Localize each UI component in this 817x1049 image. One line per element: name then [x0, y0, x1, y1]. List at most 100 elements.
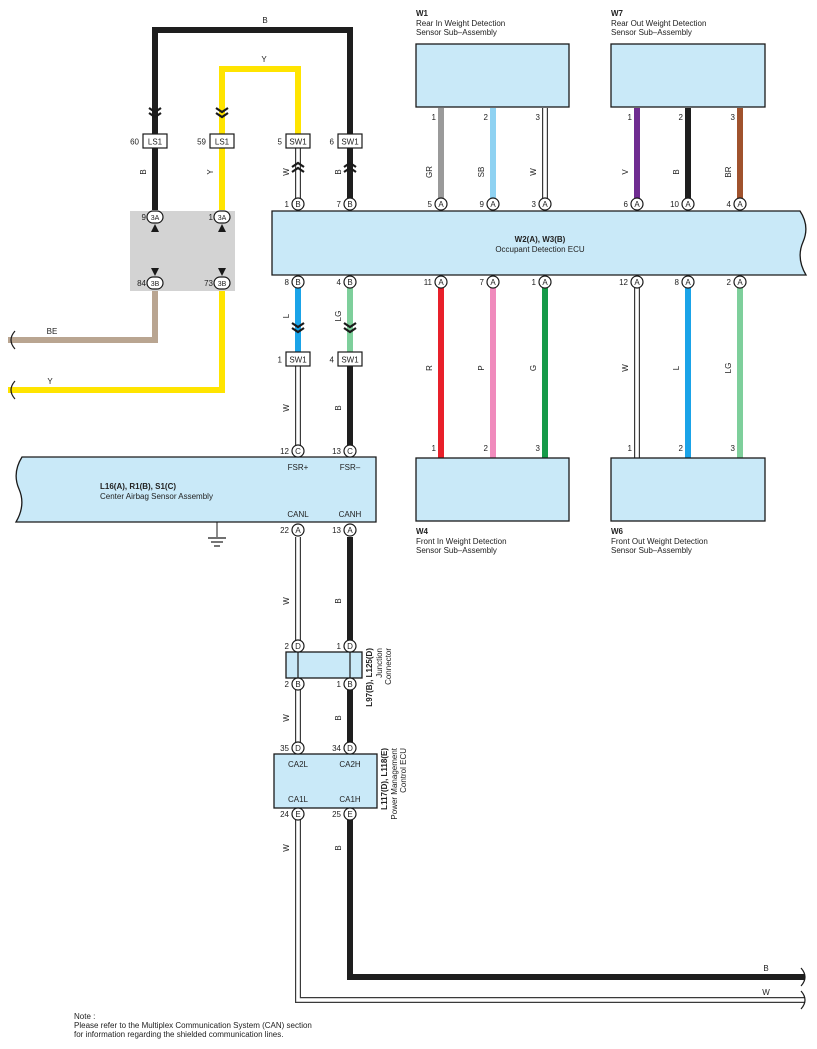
sensor-pin-number: 1	[628, 444, 633, 453]
inline-connector	[142, 133, 168, 149]
sensor-pin-number: 2	[484, 113, 489, 122]
w4-sensor-box	[415, 457, 570, 522]
pin-letter: A	[347, 526, 353, 535]
inline-connector	[209, 133, 235, 149]
pin-circle	[291, 639, 305, 653]
pin-number: 1	[285, 200, 290, 209]
connector-arrow-down	[215, 107, 229, 114]
pin-number: 12	[619, 278, 628, 287]
wire-code-label: Y	[206, 169, 215, 175]
pin-circle	[343, 741, 357, 755]
note-line: for information regarding the shielded c…	[74, 1030, 283, 1039]
pin-circle	[343, 677, 357, 691]
pin-circle	[434, 275, 448, 289]
pin-letter: 3A	[151, 215, 160, 222]
airbag-name: Center Airbag Sensor Assembly	[100, 492, 213, 501]
pin-number: 7	[337, 200, 342, 209]
pin-circle	[733, 197, 747, 211]
airbag-sensor-box	[14, 456, 377, 523]
wire-w-bottom	[295, 820, 805, 1003]
pin-circle	[681, 275, 695, 289]
w4-code: W4	[416, 527, 429, 536]
pin-letter: D	[347, 744, 353, 753]
connector-arrow-up	[291, 161, 305, 168]
pin-number: 2	[285, 680, 290, 689]
wire-code-label: W	[762, 988, 770, 997]
wire-code-label: B	[763, 964, 768, 973]
inline-connector	[285, 133, 311, 149]
pin-circle	[630, 197, 644, 211]
terminal-label: FSR+	[288, 463, 309, 472]
wire-code-label: B	[672, 169, 681, 174]
pin-circle	[291, 807, 305, 821]
pin-number: 84	[137, 279, 146, 288]
airbag-code: L16(A), R1(B), S1(C)	[100, 482, 176, 491]
pin-number: 7	[480, 278, 485, 287]
pin-number: 8	[285, 278, 290, 287]
connector-pin: 6	[330, 138, 335, 147]
junction-connector-box	[285, 651, 363, 679]
pin-number: 9	[142, 213, 147, 222]
pin-number: 12	[280, 447, 289, 456]
break-mark	[800, 990, 806, 1010]
pin-letter: B	[295, 278, 300, 287]
pin-number: 5	[428, 200, 433, 209]
pin-circle	[343, 275, 357, 289]
pin-circle	[291, 677, 305, 691]
pin-letter: D	[295, 744, 301, 753]
sensor-pin-number: 1	[432, 444, 437, 453]
connector-arrow-up	[343, 166, 357, 173]
bidirectional-arrow	[151, 268, 159, 276]
pin-number: 8	[675, 278, 680, 287]
pin-letter: 3B	[218, 281, 227, 288]
connector-arrow-down	[148, 112, 162, 119]
wire-code-label: BE	[47, 327, 58, 336]
pin-letter: B	[347, 278, 352, 287]
wire-code-label: B	[334, 598, 343, 603]
pin-number: 2	[727, 278, 732, 287]
pin-letter: E	[347, 810, 352, 819]
pin-circle	[538, 197, 552, 211]
pin-letter: B	[295, 200, 300, 209]
terminal-label: CANH	[339, 510, 362, 519]
connector-id: SW1	[341, 138, 359, 147]
wire-w-bottom-core	[296, 820, 805, 1002]
wire-code-label: B	[334, 405, 343, 410]
pin-number: 24	[280, 810, 289, 819]
wire-code-label: W	[282, 714, 291, 722]
pin-number: 1	[337, 680, 342, 689]
ecu-code: W2(A), W3(B)	[515, 235, 566, 244]
pin-number: 1	[532, 278, 537, 287]
wire-code-label: V	[621, 169, 630, 175]
pin-letter: A	[490, 278, 496, 287]
break-mark	[10, 330, 16, 350]
wire-code-label: W	[529, 168, 538, 176]
connector-id: LS1	[215, 138, 230, 147]
wire-code-label: W	[282, 168, 291, 176]
pin-number: 34	[332, 744, 341, 753]
wire-code-label: W	[621, 364, 630, 372]
break-mark	[10, 380, 16, 400]
terminal-label: CA1H	[339, 795, 361, 804]
pin-circle	[343, 639, 357, 653]
break-mark	[800, 967, 806, 987]
connector-id: LS1	[148, 138, 163, 147]
pin-letter: D	[295, 642, 301, 651]
wire-be	[8, 290, 158, 343]
connector-arrow-down	[343, 327, 357, 334]
pin-number: 4	[727, 200, 732, 209]
pin-circle	[291, 197, 305, 211]
w6-sensor-box	[610, 457, 766, 522]
pin-number: 10	[670, 200, 679, 209]
pin-number: 4	[337, 278, 342, 287]
pin-circle	[538, 275, 552, 289]
pin-number: 13	[332, 447, 341, 456]
connector-pin: 5	[278, 138, 283, 147]
connector-arrow-down	[343, 322, 357, 329]
connector-arrow-down	[148, 107, 162, 114]
pin-circle	[343, 197, 357, 211]
wire-b-bottom	[347, 820, 805, 980]
